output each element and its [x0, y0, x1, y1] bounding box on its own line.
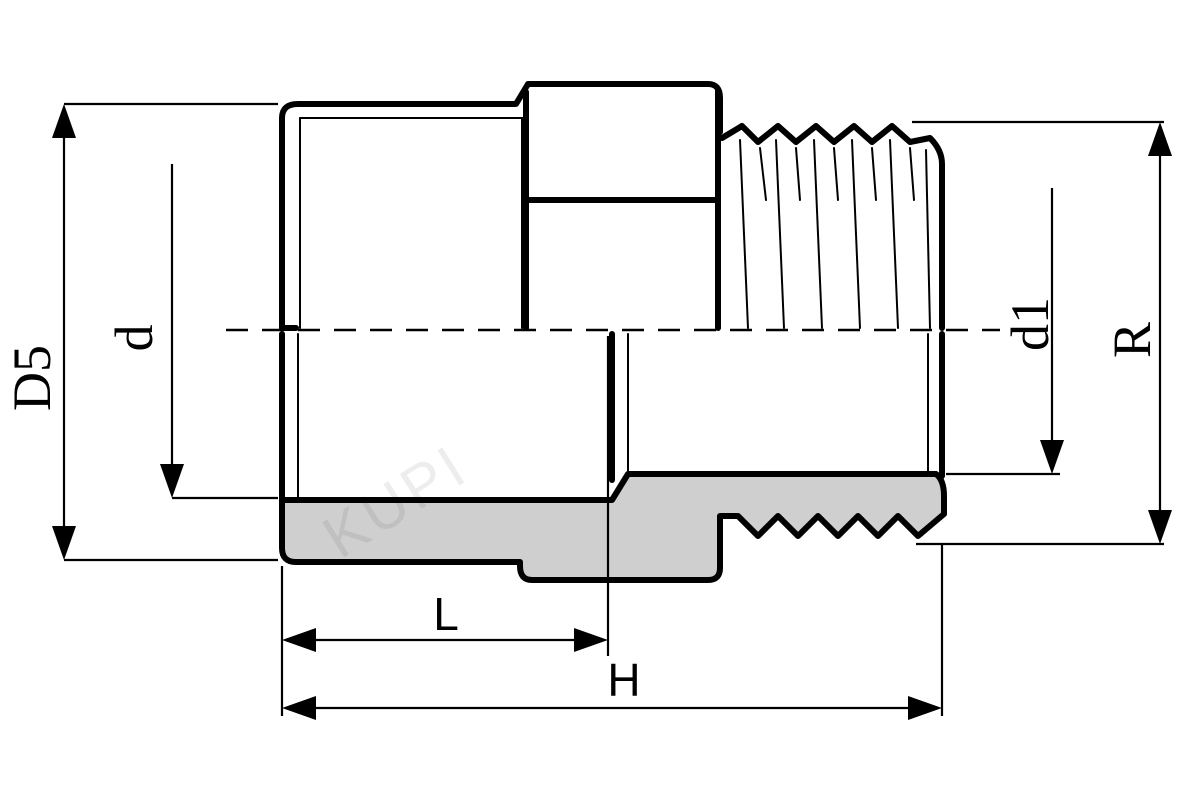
- d-arrow-bottom: [160, 464, 184, 498]
- fitting-section: [279, 331, 947, 583]
- wall-section: [279, 471, 947, 583]
- label-d1: d1: [1000, 297, 1060, 351]
- label-h: H: [607, 654, 640, 706]
- r-arrow-top: [1148, 122, 1172, 156]
- r-arrow-bottom: [1148, 510, 1172, 544]
- label-r: R: [1102, 322, 1162, 358]
- dimension-d: d: [104, 164, 278, 500]
- label-d5: D5: [2, 345, 62, 411]
- l-arrow-left: [282, 628, 316, 652]
- dimension-r: R: [912, 120, 1172, 546]
- label-d: d: [104, 325, 164, 352]
- label-l: L: [433, 588, 459, 640]
- dimension-d5: D5: [2, 102, 278, 562]
- socket-bore-line: [299, 117, 523, 329]
- l-arrow-right: [574, 628, 608, 652]
- dimension-h: H: [282, 544, 944, 720]
- fitting-body: [279, 81, 945, 331]
- socket-outline: [279, 81, 723, 331]
- thread-crest-lines: [739, 139, 931, 329]
- d1-arrow-bottom: [1040, 440, 1064, 474]
- dimension-d1: d1: [946, 188, 1064, 476]
- h-arrow-left: [282, 696, 316, 720]
- d5-arrow-top: [52, 104, 76, 138]
- thread-outline-top: [719, 123, 945, 331]
- dimension-l: L: [280, 336, 610, 716]
- d5-arrow-bottom: [52, 526, 76, 560]
- h-arrow-right: [908, 696, 942, 720]
